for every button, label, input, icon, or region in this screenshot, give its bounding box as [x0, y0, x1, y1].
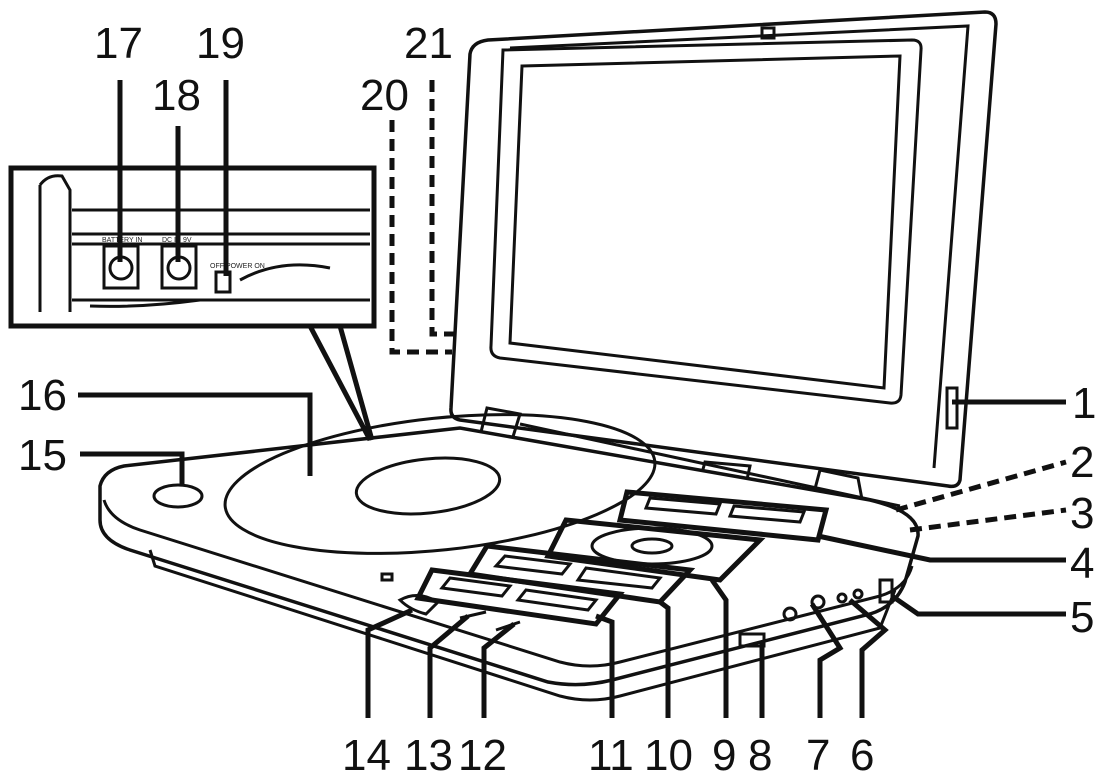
callout-20: 20 — [360, 71, 409, 120]
callout-17: 17 — [94, 19, 143, 68]
callout-19: 19 — [196, 19, 245, 68]
callout-21: 21 — [404, 19, 453, 68]
lid-screen — [449, 10, 998, 489]
power-switch-label: OFF POWER ON — [210, 263, 265, 270]
callout-7: 7 — [806, 731, 830, 780]
callout-numbers: 1 2 3 4 5 6 7 8 9 10 11 12 13 14 15 16 1… — [18, 19, 1096, 780]
callout-2: 2 — [1070, 438, 1094, 487]
control-panels — [414, 489, 830, 627]
leader-lines — [78, 80, 1067, 718]
inset-pointer — [307, 324, 375, 442]
open-button — [152, 483, 204, 509]
inset-detail: BATTERY IN DC IN 9V OFF POWER ON — [8, 165, 377, 329]
callout-14: 14 — [342, 731, 391, 780]
callout-12: 12 — [458, 731, 507, 780]
callout-1: 1 — [1072, 379, 1096, 428]
disc-lid — [223, 413, 657, 555]
callout-4: 4 — [1070, 539, 1094, 588]
side-jacks — [738, 578, 894, 648]
callout-16: 16 — [18, 371, 67, 420]
callout-6: 6 — [850, 731, 874, 780]
callout-8: 8 — [748, 731, 772, 780]
callout-18: 18 — [152, 71, 201, 120]
callout-5: 5 — [1070, 593, 1094, 642]
callout-11: 11 — [588, 731, 634, 780]
callout-13: 13 — [404, 731, 453, 780]
callout-9: 9 — [712, 731, 736, 780]
callout-10: 10 — [644, 731, 693, 780]
callout-3: 3 — [1070, 489, 1094, 538]
callout-15: 15 — [18, 431, 67, 480]
